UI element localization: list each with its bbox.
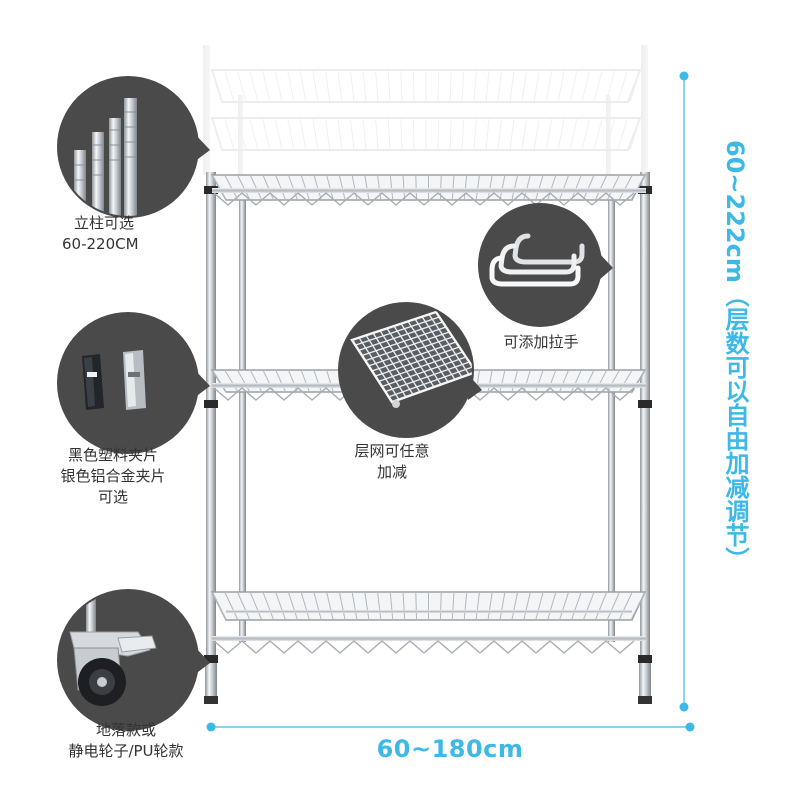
caption-caster-line1: 地落款或 (96, 721, 156, 739)
front-left-post (206, 172, 216, 672)
height-dimension-line (679, 71, 689, 712)
callout-clips (57, 312, 210, 454)
caption-clips-line1: 黑色塑料夹片 (68, 446, 158, 464)
wire-mesh-icon (350, 310, 472, 408)
back-left-post (239, 192, 246, 642)
caption-posts-line1: 立柱可选 (74, 214, 134, 232)
callout-mesh (338, 302, 482, 438)
caption-mesh-line1: 层网可任意 (354, 442, 429, 460)
caption-mesh-line2: 加减 (377, 463, 407, 481)
caption-clips-line2: 银色铝合金夹片 (60, 467, 165, 485)
caption-caster-line2: 静电轮子/PU轮款 (68, 742, 183, 760)
height-label: 60~222cm（层数可以自由加减调节） (721, 140, 749, 571)
caption-clips: 黑色塑料夹片 银色铝合金夹片 可选 (60, 446, 165, 506)
back-right-post (608, 192, 615, 642)
chrome-posts-icon (74, 98, 137, 216)
right-foot (639, 660, 651, 698)
caption-posts-line2: 60-220CM (62, 235, 139, 253)
left-foot (205, 660, 217, 698)
callout-caster (57, 589, 210, 731)
callout-posts (57, 76, 210, 218)
caption-caster: 地落款或 静电轮子/PU轮款 (68, 721, 183, 760)
ghost-extension (203, 45, 648, 175)
shelf-clips-icon (82, 350, 146, 410)
caster-wheel-icon (69, 595, 157, 706)
front-right-post (640, 172, 650, 672)
width-label: 60~180cm (376, 735, 524, 763)
shelf-top (210, 174, 647, 206)
callout-handle (478, 203, 613, 327)
caption-handle: 可添加拉手 (503, 333, 578, 351)
caption-posts: 立柱可选 60-220CM (62, 214, 139, 253)
caption-handle-line1: 可添加拉手 (503, 333, 578, 351)
width-dimension-line (206, 722, 695, 732)
shelf-bottom (210, 591, 647, 654)
shelf-handle-icon (489, 233, 585, 287)
caption-clips-line3: 可选 (98, 488, 128, 506)
caption-mesh: 层网可任意 加减 (354, 442, 429, 481)
